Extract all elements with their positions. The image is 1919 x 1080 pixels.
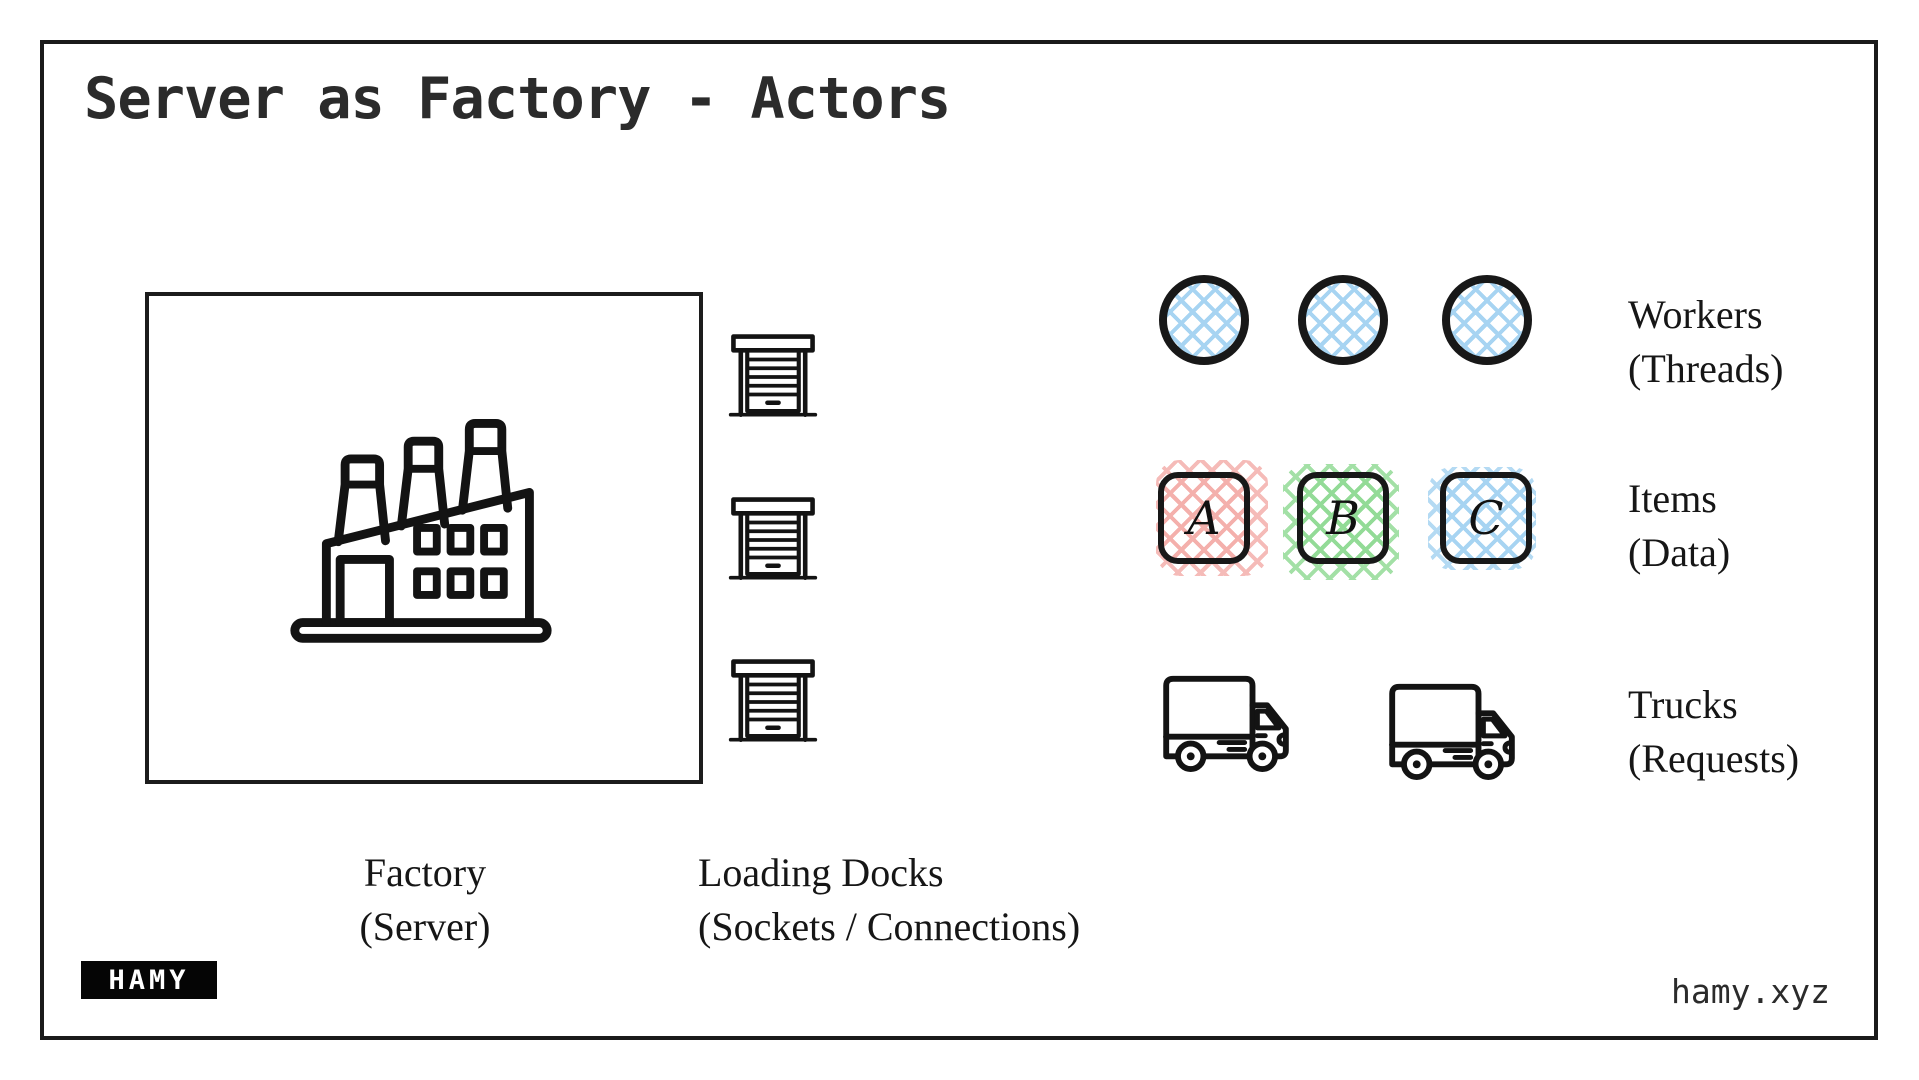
item-cell-b: B — [1283, 464, 1399, 580]
item-cell-c: C — [1428, 467, 1536, 570]
truck-icon — [1389, 683, 1515, 780]
item-square-icon: A — [1158, 472, 1250, 564]
items-label-line1: Items — [1628, 476, 1717, 521]
trucks-label: Trucks (Requests) — [1628, 678, 1799, 786]
workers-label-line2: (Threads) — [1628, 346, 1784, 391]
item-cell-a: A — [1156, 460, 1268, 576]
worker-circle-icon — [1298, 275, 1388, 365]
item-letter: C — [1468, 491, 1504, 545]
factory-caption-line2: (Server) — [359, 904, 491, 949]
loading-docks-caption-line1: Loading Docks — [698, 850, 944, 895]
loading-docks-caption: Loading Docks (Sockets / Connections) — [698, 846, 1080, 954]
items-label: Items (Data) — [1628, 472, 1730, 580]
truck-icon — [1163, 675, 1289, 772]
page-title: Server as Factory - Actors — [84, 66, 951, 132]
item-square-icon: C — [1440, 472, 1532, 564]
factory-caption-line1: Factory — [363, 850, 487, 895]
hamy-logo: HAMY — [81, 961, 217, 999]
site-url: hamy.xyz — [1671, 972, 1830, 1011]
loading-docks-caption-line2: (Sockets / Connections) — [698, 904, 1081, 949]
item-letter: A — [1187, 491, 1221, 545]
loading-dock-icon — [728, 497, 818, 581]
factory-caption: Factory (Server) — [285, 846, 565, 954]
workers-label: Workers (Threads) — [1628, 288, 1783, 396]
workers-label-line1: Workers — [1628, 292, 1763, 337]
trucks-label-line2: (Requests) — [1628, 736, 1800, 781]
loading-dock-icon — [728, 659, 818, 743]
item-square-icon: B — [1297, 472, 1389, 564]
factory-icon — [290, 419, 552, 643]
items-label-line2: (Data) — [1628, 530, 1731, 575]
factory-server-box — [145, 292, 703, 784]
loading-dock-icon — [728, 334, 818, 418]
item-letter: B — [1326, 491, 1360, 545]
trucks-label-line1: Trucks — [1628, 682, 1738, 727]
worker-circle-icon — [1159, 275, 1249, 365]
worker-circle-icon — [1442, 275, 1532, 365]
